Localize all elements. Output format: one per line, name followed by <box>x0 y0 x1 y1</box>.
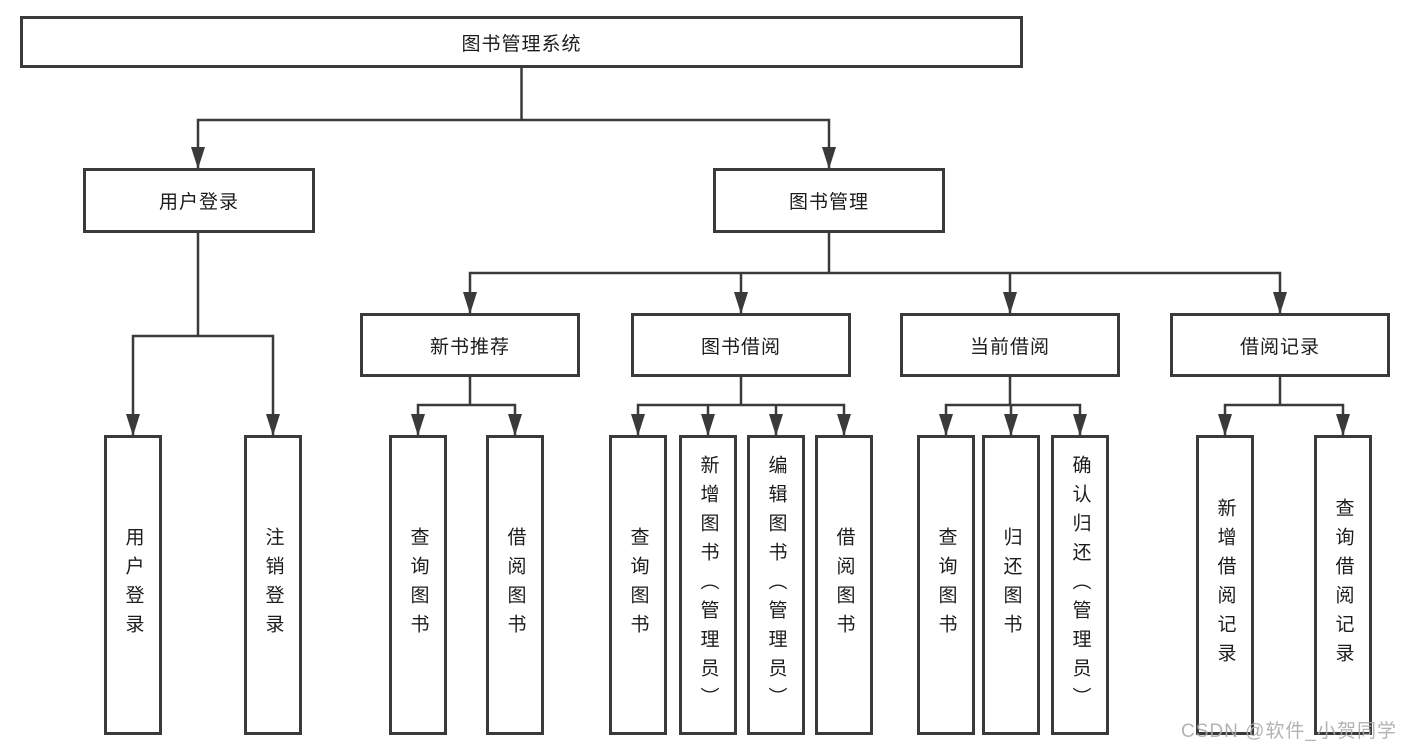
node-label: 图书管理 <box>788 192 869 213</box>
node-label: 当前借阅 <box>969 336 1050 358</box>
leaf-query-borrow-record: 查询借阅记录 <box>1314 435 1372 735</box>
node-label: 编辑图书（管理员） <box>765 454 787 716</box>
node-label: 新增借阅记录 <box>1214 498 1236 672</box>
node-book-management: 图书管理 <box>713 168 945 233</box>
node-label: 用户登录 <box>158 192 239 213</box>
node-label: 查询图书 <box>935 527 957 643</box>
leaf-user-login: 用户登录 <box>104 435 162 735</box>
node-user-login: 用户登录 <box>83 168 315 233</box>
leaf-logout: 注销登录 <box>244 435 302 735</box>
node-library-management-system: 图书管理系统 <box>20 16 1023 68</box>
node-new-book-recommend: 新书推荐 <box>360 313 580 377</box>
leaf-borrow-book: 借阅图书 <box>486 435 544 735</box>
leaf-edit-book-admin: 编辑图书（管理员） <box>747 435 805 735</box>
node-label: 图书管理系统 <box>461 33 582 55</box>
leaf-confirm-return-admin: 确认归还（管理员） <box>1051 435 1109 735</box>
node-label: 新增图书（管理员） <box>697 454 719 716</box>
node-label: 新书推荐 <box>429 336 510 358</box>
node-label: 归还图书 <box>1000 527 1022 643</box>
node-book-borrow: 图书借阅 <box>631 313 851 377</box>
node-label: 图书借阅 <box>700 336 781 358</box>
node-borrow-record: 借阅记录 <box>1170 313 1390 377</box>
leaf-borrow-book: 借阅图书 <box>815 435 873 735</box>
node-label: 借阅图书 <box>833 527 855 643</box>
watermark: CSDN @软件_小贺同学 <box>1181 721 1397 742</box>
node-label: 借阅记录 <box>1239 336 1320 358</box>
leaf-query-book: 查询图书 <box>609 435 667 735</box>
node-label: 注销登录 <box>262 527 284 643</box>
leaf-add-book-admin: 新增图书（管理员） <box>679 435 737 735</box>
node-label: 查询图书 <box>407 527 429 643</box>
node-current-borrow: 当前借阅 <box>900 313 1120 377</box>
leaf-query-book: 查询图书 <box>917 435 975 735</box>
node-label: 确认归还（管理员） <box>1069 454 1091 716</box>
node-label: 查询图书 <box>627 527 649 643</box>
leaf-return-book: 归还图书 <box>982 435 1040 735</box>
leaf-query-book: 查询图书 <box>389 435 447 735</box>
node-label: 借阅图书 <box>504 527 526 643</box>
node-label: 用户登录 <box>122 527 144 643</box>
leaf-add-borrow-record: 新增借阅记录 <box>1196 435 1254 735</box>
node-label: 查询借阅记录 <box>1332 498 1354 672</box>
